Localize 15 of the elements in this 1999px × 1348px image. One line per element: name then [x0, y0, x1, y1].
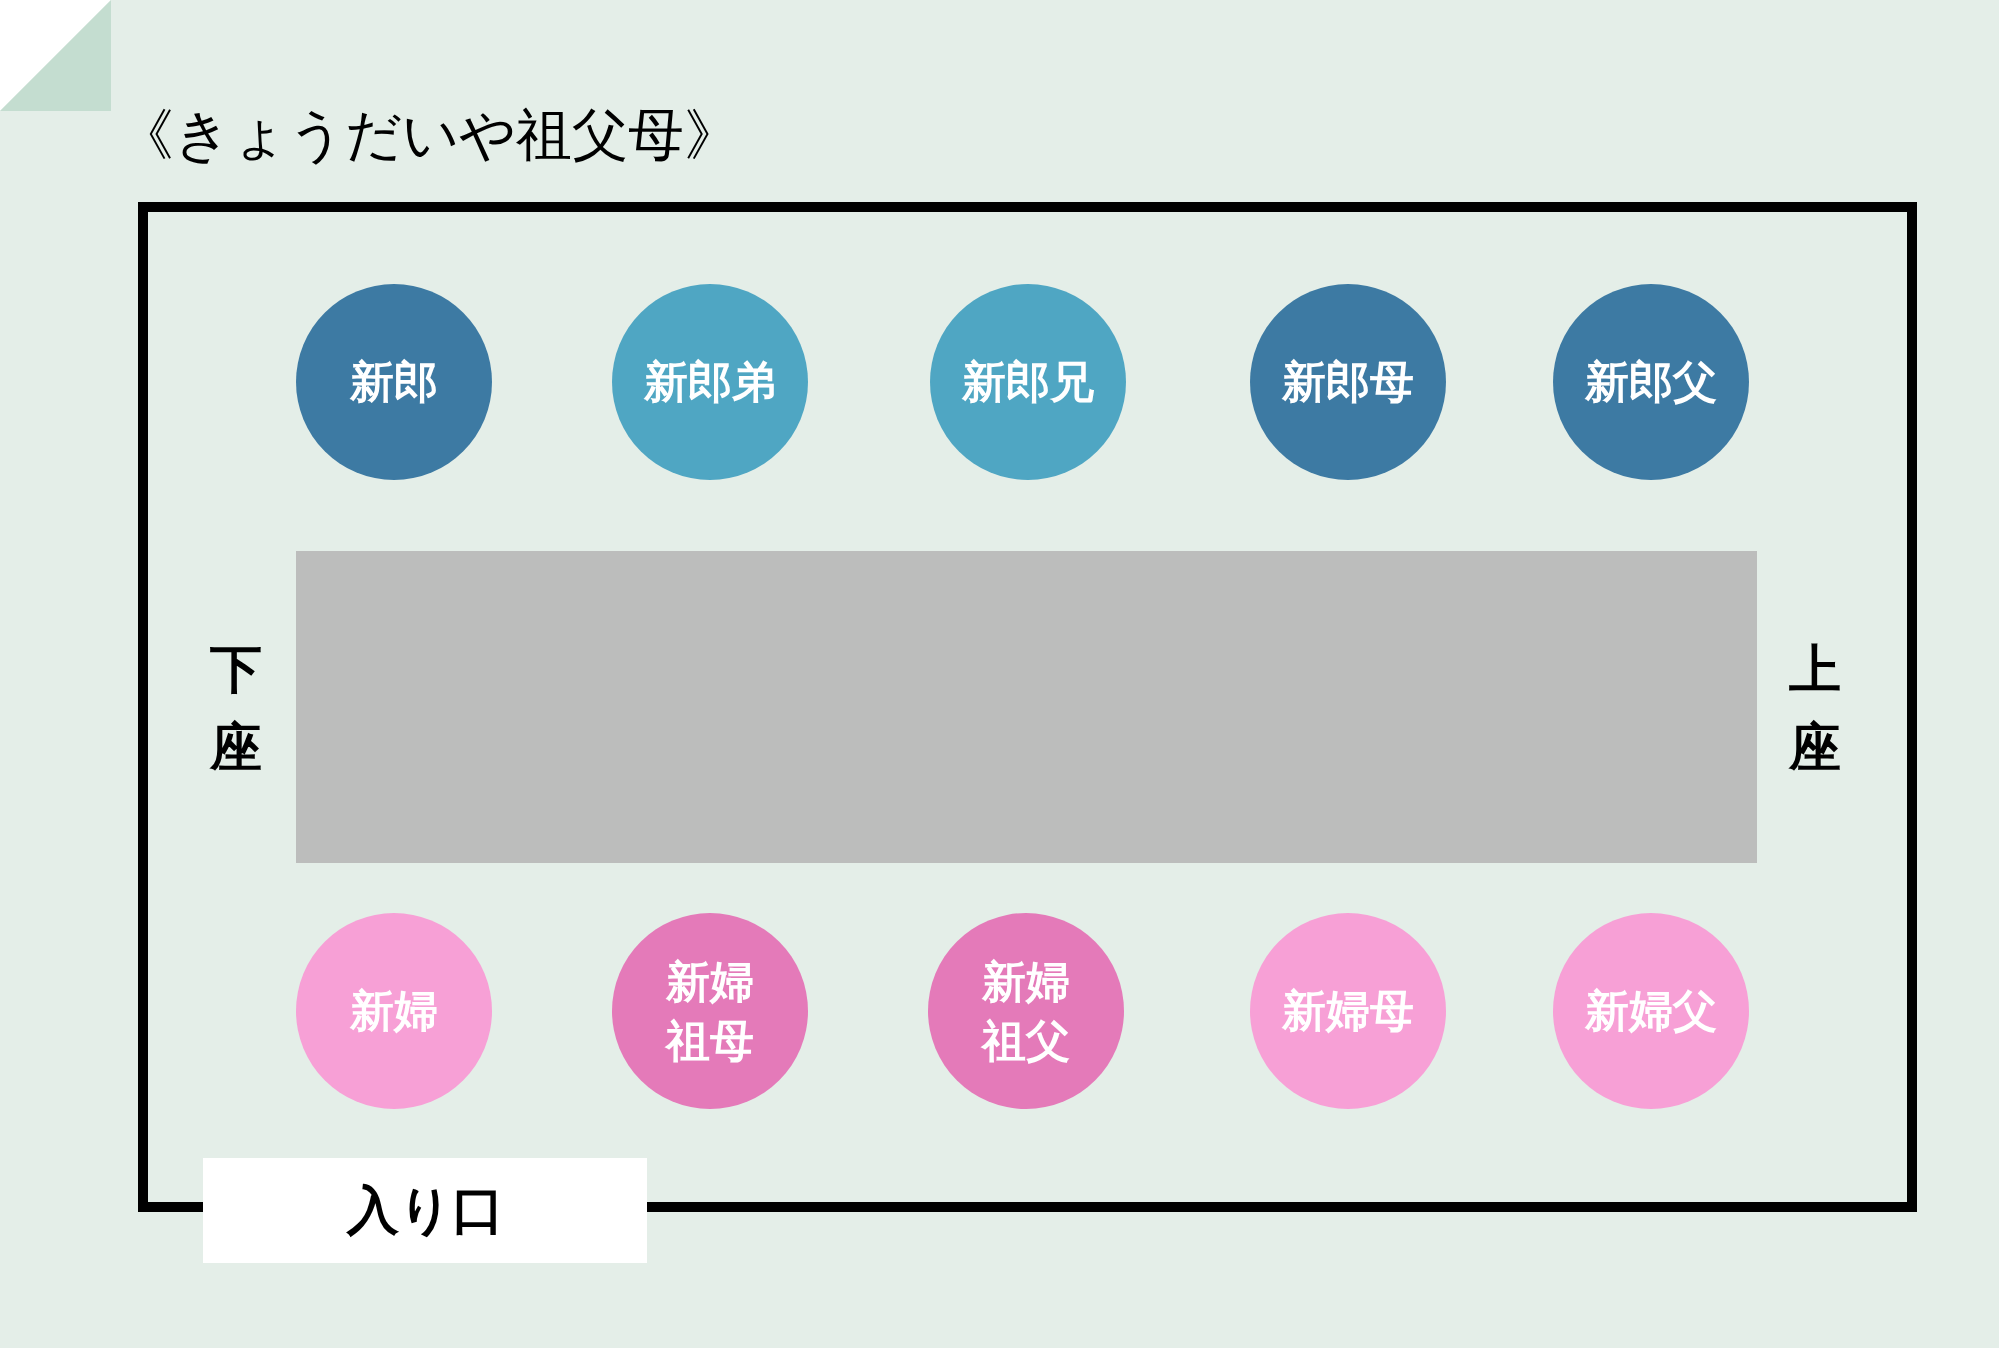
seat-circle: 新郎兄	[930, 284, 1126, 480]
seat-rank-label: 上座	[1787, 638, 1842, 779]
title: 《きょうだいや祖父母》	[118, 101, 740, 169]
seat-circle: 新郎母	[1250, 284, 1446, 480]
entrance-box: 入り口	[203, 1158, 647, 1263]
seat-circle: 新婦祖母	[612, 913, 808, 1109]
seat-circle: 新婦母	[1250, 913, 1446, 1109]
seat-circle: 新郎父	[1553, 284, 1749, 480]
seat-circle: 新婦祖父	[928, 913, 1124, 1109]
seat-circle: 新郎弟	[612, 284, 808, 480]
table	[296, 551, 1757, 863]
seat-circle: 新郎	[296, 284, 492, 480]
seat-rank-label: 下座	[208, 638, 263, 779]
seat-circle: 新婦	[296, 913, 492, 1109]
seat-circle: 新婦父	[1553, 913, 1749, 1109]
